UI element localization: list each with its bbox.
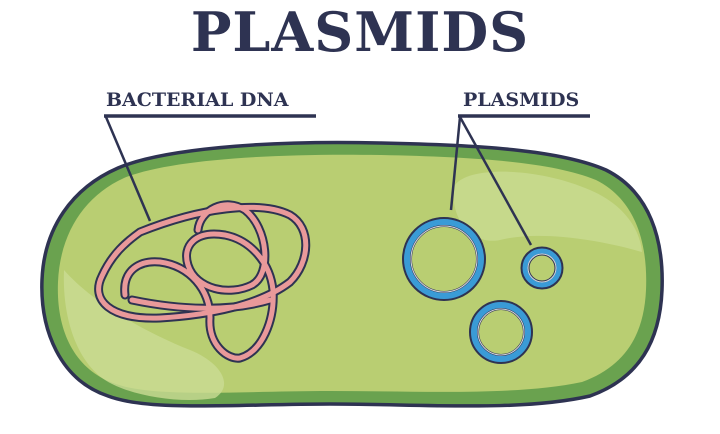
plasmids-leader-small: [458, 116, 533, 246]
cytoplasm-highlight-left: [63, 270, 225, 400]
page-title: PLASMIDS: [190, 0, 530, 64]
plasmids-label: PLASMIDS: [463, 89, 580, 111]
dna-strand-fill: [96, 202, 309, 361]
bacterial-dna: [94, 200, 311, 363]
plasmid-medium: [469, 300, 533, 364]
bacterial-dna-leader: [104, 116, 152, 222]
plasmid-large: [402, 217, 486, 301]
bacterial-cell: [40, 140, 664, 408]
plasmids-leader-large: [449, 116, 462, 211]
bacterial-dna-label: BACTERIAL DNA: [106, 89, 289, 111]
plasmid-small: [520, 246, 564, 290]
